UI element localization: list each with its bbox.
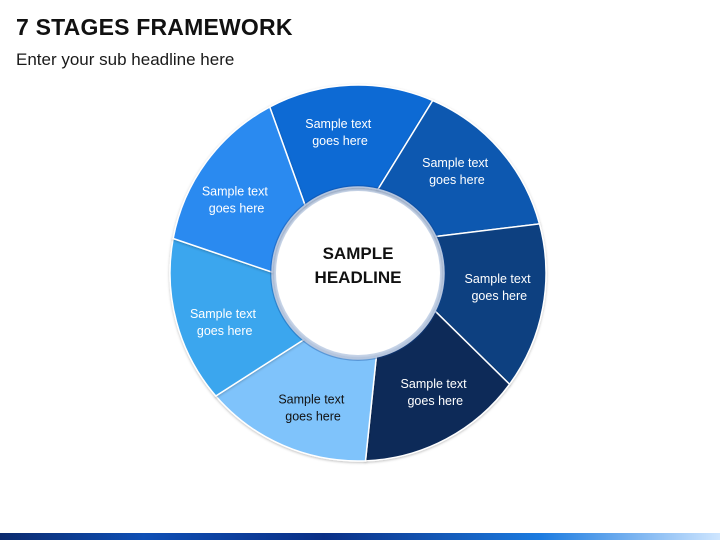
stage-label-3-line1: Sample text <box>465 272 532 286</box>
center-headline-line2: HEADLINE <box>315 268 402 287</box>
page-title: 7 STAGES FRAMEWORK <box>16 14 293 40</box>
stage-label-2-line1: Sample text <box>422 156 489 170</box>
stage-label-5-line2: goes here <box>285 410 341 424</box>
stage-label-3: Sample text goes here <box>465 272 535 303</box>
stage-label-4-line2: goes here <box>407 394 463 408</box>
stage-label-2: Sample text goes here <box>422 156 492 187</box>
stage-label-6-line1: Sample text <box>190 307 257 321</box>
footer-accent-bar <box>0 533 720 540</box>
stage-label-1-line2: goes here <box>312 134 368 148</box>
stage-label-6: Sample text goes here <box>190 307 260 338</box>
center-disc <box>276 191 440 355</box>
stage-label-7-line1: Sample text <box>202 184 269 198</box>
stage-label-7-line2: goes here <box>209 201 265 215</box>
stage-labels: Sample text goes here Sample text goes h… <box>190 117 535 424</box>
stage-label-6-line2: goes here <box>197 324 253 338</box>
stage-label-7: Sample text goes here <box>202 184 272 215</box>
stage-label-5-line1: Sample text <box>278 393 345 407</box>
center-circle: SAMPLE HEADLINE <box>270 185 446 361</box>
stage-segments <box>169 84 547 462</box>
stage-label-5: Sample text goes here <box>278 393 348 424</box>
stage-label-2-line2: goes here <box>429 173 485 187</box>
stage-label-1: Sample text goes here <box>305 117 375 148</box>
stage-label-4: Sample text goes here <box>401 377 471 408</box>
stage-label-4-line1: Sample text <box>401 377 468 391</box>
page-subtitle: Enter your sub headline here <box>16 50 235 69</box>
center-headline-line1: SAMPLE <box>323 244 394 263</box>
stage-label-3-line2: goes here <box>471 289 527 303</box>
stage-label-1-line1: Sample text <box>305 117 372 131</box>
